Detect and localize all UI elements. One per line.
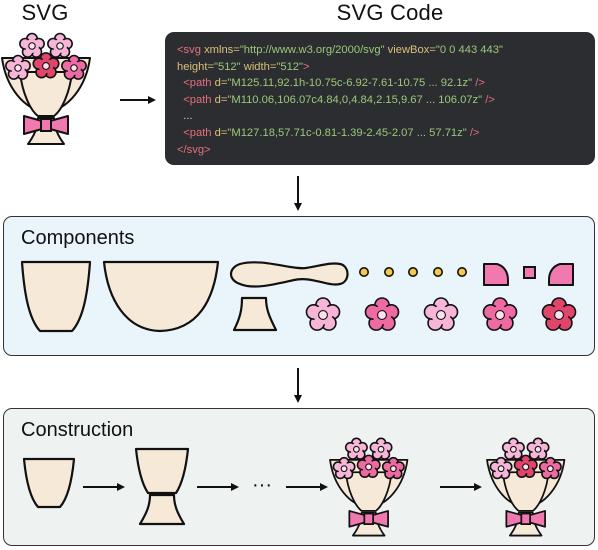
svg-code-block: <svg xmlns="http://www.w3.org/2000/svg" … <box>165 32 595 165</box>
construction-step-3 <box>329 437 409 537</box>
flower-icon <box>538 456 562 480</box>
bud-dot <box>432 266 443 277</box>
component-flower-icon <box>423 297 459 331</box>
flower-icon <box>369 437 393 460</box>
code-line: <svg xmlns="http://www.w3.org/2000/svg" … <box>177 42 585 59</box>
component-flowers <box>305 297 577 331</box>
code-line: ... <box>177 108 585 125</box>
flower-icon <box>356 454 381 478</box>
code-line: <path d="M110.06,106.07c4.84,0,4.84,2.15… <box>177 92 585 109</box>
flower-icon <box>501 437 525 460</box>
component-flower-buds <box>358 266 467 277</box>
code-line: height="512" width="512"> <box>177 59 585 76</box>
component-flower-icon <box>364 297 400 331</box>
code-token: "http://www.w3.org/2000/svg" <box>239 44 385 56</box>
components-title: Components <box>21 227 135 249</box>
flower-icon <box>332 456 356 480</box>
flower-icon <box>489 456 513 480</box>
code-token: <path <box>177 126 215 139</box>
code-token: d= <box>214 77 228 90</box>
component-top-band <box>229 261 349 288</box>
code-token: <svg <box>177 44 205 56</box>
flower-icon <box>47 32 73 58</box>
code-token: </svg> <box>177 143 211 156</box>
flower-icon <box>61 54 87 80</box>
flower-icon <box>381 456 405 480</box>
code-token: /> <box>482 93 495 106</box>
code-token: "M110.06,106.07c4.84,0,4.84,2.15,9.67 ..… <box>227 93 483 106</box>
code-token: ... <box>177 110 193 123</box>
code-token: "512" <box>214 60 241 73</box>
code-token: /> <box>472 77 485 90</box>
construction-title: Construction <box>21 419 134 441</box>
component-flower-icon <box>541 297 577 331</box>
bud-dot <box>383 266 394 277</box>
component-bow-knot <box>523 266 536 279</box>
code-line: <path d="M127.18,57.71c-0.81-1.39-2.45-2… <box>177 125 585 142</box>
bud-dot <box>407 266 418 277</box>
code-line: <path d="M125.11,92.1h-10.75c-6.92-7.61-… <box>177 75 585 92</box>
code-line: </svg> <box>177 142 585 159</box>
flower-icon <box>513 454 538 478</box>
flower-icon <box>32 52 60 79</box>
flower-icon <box>19 32 45 58</box>
component-lower-wrap <box>232 296 278 332</box>
code-token: <path <box>177 93 215 106</box>
bud-dot <box>358 266 369 277</box>
svg-title: SVG <box>21 0 69 25</box>
code-token: width= <box>240 60 277 73</box>
construction-step-4 <box>486 437 566 537</box>
component-flower-icon <box>305 297 341 331</box>
flower-icon <box>526 437 550 460</box>
component-small-wrap <box>20 260 92 333</box>
code-token: viewBox= <box>384 44 436 56</box>
bud-dot <box>456 266 467 277</box>
code-token: "0 0 443 443" <box>435 44 503 56</box>
code-token: "M127.18,57.71c-0.81-1.39-2.45-2.07 ... … <box>227 126 467 139</box>
construction-step-1 <box>22 457 76 509</box>
component-bow-right <box>548 263 574 286</box>
component-flower-icon <box>482 297 518 331</box>
construction-ellipsis: ··· <box>252 474 272 496</box>
flower-icon <box>5 54 31 80</box>
code-token: "512" <box>276 60 303 73</box>
code-token: d= <box>214 126 228 139</box>
code-token: <path <box>177 77 215 90</box>
code-token: xmlns= <box>204 44 240 56</box>
svg-code-title: SVG Code <box>336 0 444 25</box>
code-token: d= <box>214 93 228 106</box>
code-token: > <box>303 60 310 73</box>
bouquet-main-icon <box>1 32 91 145</box>
component-large-wrap <box>102 260 220 333</box>
component-bow-left <box>483 263 509 286</box>
code-token: height= <box>177 60 215 73</box>
construction-step-2 <box>134 447 190 526</box>
code-token: "M125.11,92.1h-10.75c-6.92-7.61-10.75 ..… <box>227 77 473 90</box>
code-token: /> <box>466 126 480 139</box>
flower-icon <box>344 437 368 460</box>
